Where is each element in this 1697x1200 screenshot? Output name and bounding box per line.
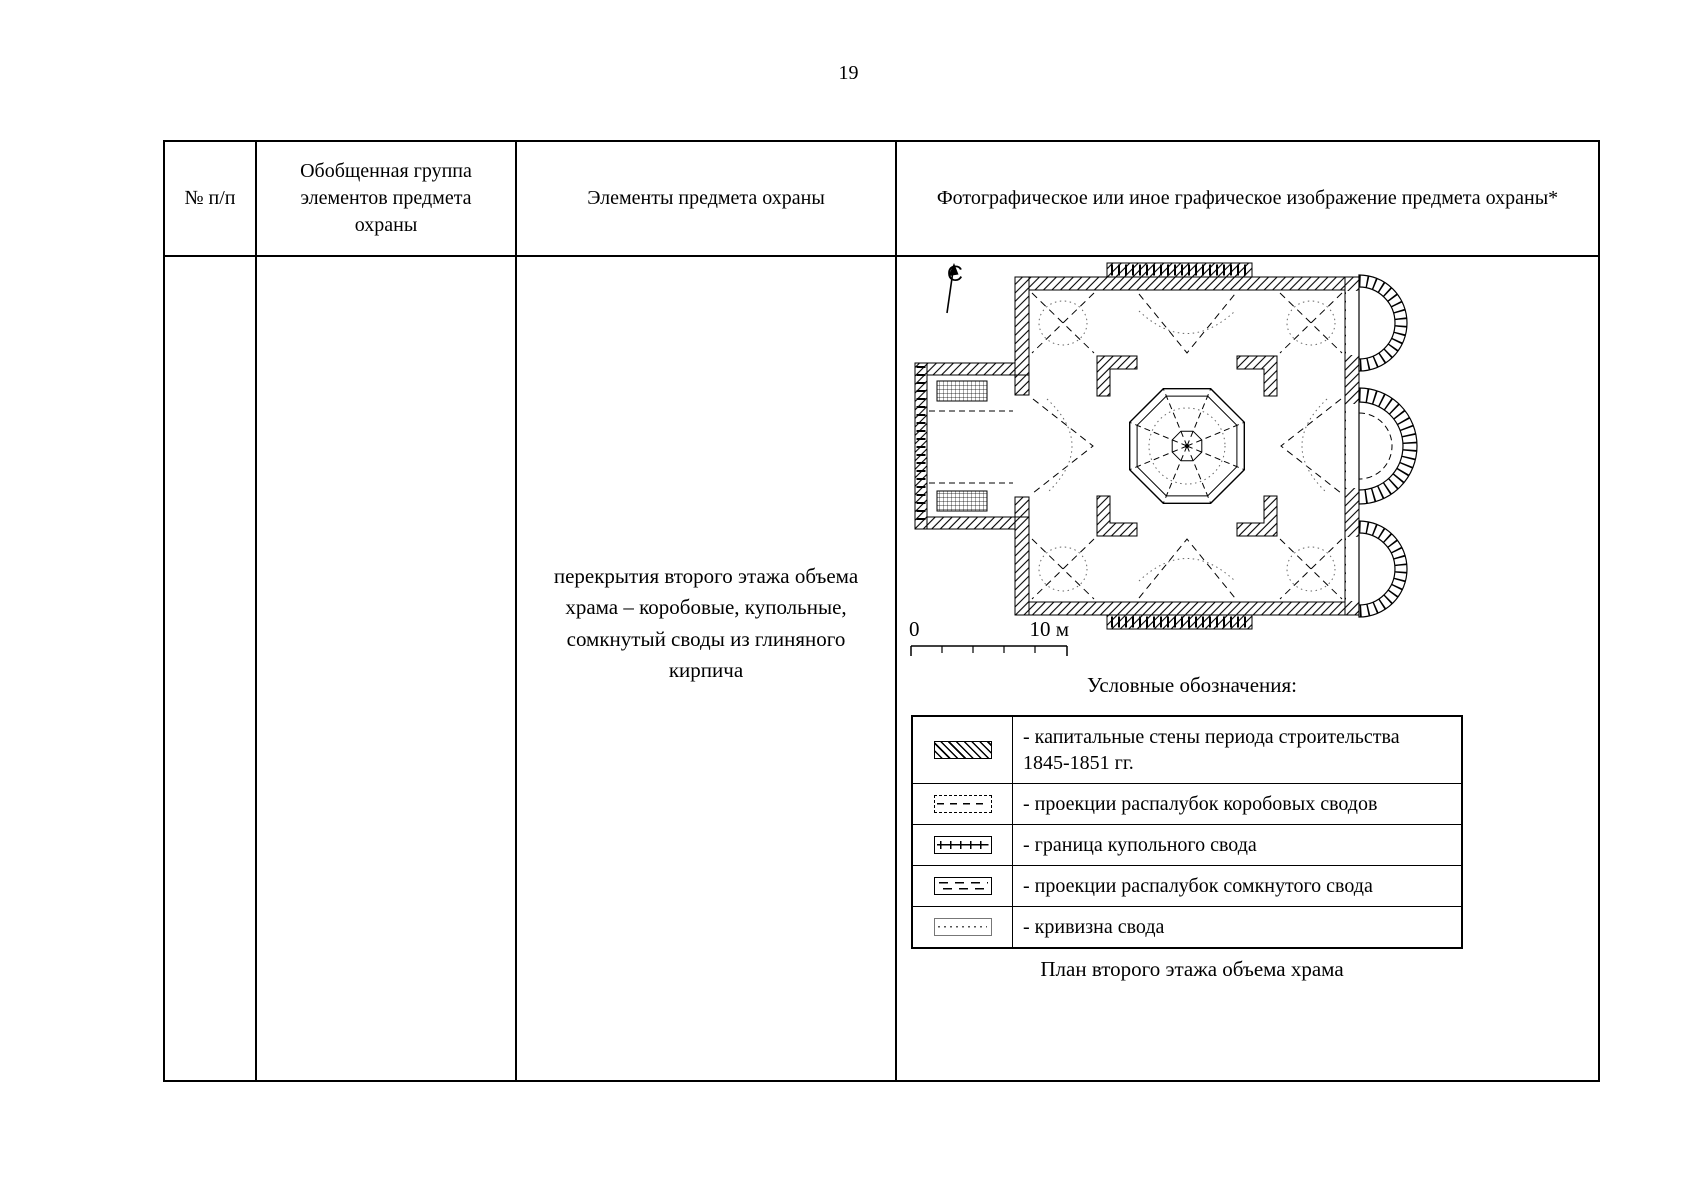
cell-num: [163, 255, 257, 1082]
cell-figure: С 0 10 м: [895, 255, 1600, 1082]
cell-elements: перекрытия второго этажа объема храма – …: [515, 255, 897, 1082]
floor-plan: [907, 261, 1427, 633]
arm-vault-curvature: [1046, 310, 1328, 582]
legend-label: - капитальные стены периода строительств…: [1023, 726, 1400, 774]
elements-description: перекрытия второго этажа объема храма – …: [553, 563, 859, 683]
legend-row: - проекции распалубок коробовых сводов: [913, 784, 1461, 825]
header-num: № п/п: [163, 140, 257, 257]
north-arrow-icon: [946, 263, 959, 314]
plan-caption: План второго этажа объема храма: [1040, 957, 1344, 981]
figure-area: С 0 10 м: [897, 257, 1598, 1080]
piers: [1096, 355, 1278, 537]
capital-walls-hatch-icon: [933, 741, 992, 759]
legend-label: - проекции распалубок коробовых сводов: [1023, 793, 1378, 815]
table-body-row: перекрытия второго этажа объема храма – …: [163, 255, 1600, 1082]
vault-curvature-icon: [933, 918, 992, 936]
stairs: [929, 380, 1013, 512]
legend-row: - капитальные стены периода строительств…: [913, 717, 1461, 784]
wall-ticks: [916, 264, 1248, 628]
scale-bar-icon: [910, 645, 1068, 656]
scale-start-label: 0: [909, 617, 920, 641]
legend-title: Условные обозначения:: [1086, 673, 1298, 697]
page-number: 19: [838, 62, 859, 84]
legend-row: - граница купольного свода: [913, 825, 1461, 866]
apses: [1358, 274, 1418, 618]
corner-vault-curvature: [1038, 300, 1336, 592]
floor-plan-drawing: [914, 262, 1418, 630]
arm-vault-projections: [1032, 293, 1342, 599]
table-header-row: № п/п Обобщенная группа элементов предме…: [163, 140, 1600, 257]
header-image: Фотографическое или иное графическое изо…: [895, 140, 1600, 257]
barrel-vault-projection-icon: [933, 795, 992, 813]
north-label: С: [947, 261, 963, 286]
scale-labels: 0 10 м: [909, 617, 1071, 642]
legend-label: - граница купольного свода: [1023, 834, 1257, 856]
protection-objects-table: № п/п Обобщенная группа элементов предме…: [163, 140, 1600, 1082]
scale-bar: 0 10 м: [909, 617, 1071, 663]
corner-vault-projections: [1031, 292, 1343, 600]
apse-openings: [1346, 291, 1360, 601]
legend-row: - кривизна свода: [913, 907, 1461, 947]
legend-label: - проекции распалубок сомкнутого свода: [1023, 875, 1373, 897]
cell-group: [255, 255, 517, 1082]
north-arrow: С: [917, 261, 987, 321]
dome-boundary-icon: [933, 836, 992, 854]
header-elements: Элементы предмета охраны: [515, 140, 897, 257]
legend-table: - капитальные стены периода строительств…: [911, 715, 1463, 949]
legend-label: - кривизна свода: [1023, 916, 1165, 938]
legend-row: - проекции распалубок сомкнутого свода: [913, 866, 1461, 907]
scale-end-label: 10 м: [1029, 617, 1069, 641]
closed-vault-projection-icon: [933, 877, 992, 895]
header-group: Обобщенная группа элементов предмета охр…: [255, 140, 517, 257]
central-dome: [1128, 387, 1245, 505]
